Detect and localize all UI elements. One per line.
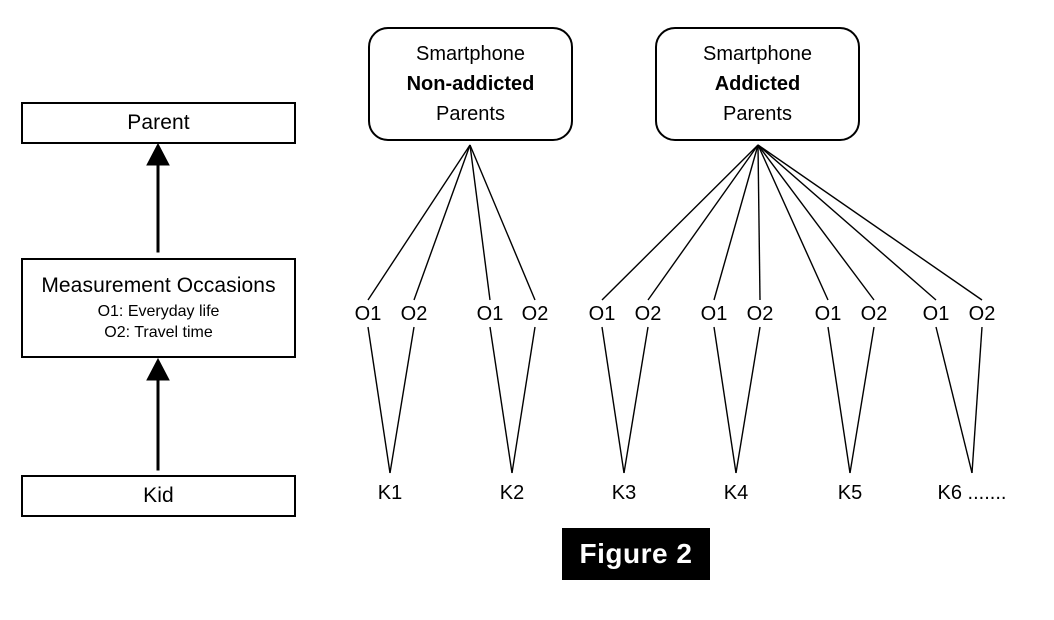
v-line-K6 .......-O2 [971, 326, 983, 474]
occasion-label-addicted-K3-O2: O2 [634, 303, 662, 325]
fan-line-addicted-K4-O2 [757, 144, 761, 301]
occasion-label-non-addicted-K2-O2: O2 [521, 303, 549, 325]
parent-level-box: Parent [21, 102, 296, 144]
v-line-K1-O2 [389, 326, 415, 474]
fan-line-non-addicted-K2-O1 [469, 144, 491, 301]
kid-level-label: Kid [143, 484, 174, 507]
fan-line-addicted-K3-O1 [601, 144, 759, 301]
v-line-K2-O1 [489, 326, 513, 474]
figure-caption: Figure 2 [562, 528, 710, 580]
group-1-line-2: Addicted [714, 73, 801, 95]
kid-label-K1: K1 [377, 482, 403, 504]
group-0-line-3: Parents [436, 103, 505, 125]
group-box-non-addicted: Smartphone Non-addicted Parents [368, 27, 573, 141]
fan-line-non-addicted-K1-O1 [367, 144, 471, 301]
fan-line-addicted-K5-O2 [757, 144, 875, 301]
group-0-line-2: Non-addicted [406, 73, 535, 95]
v-line-K2-O2 [511, 326, 536, 474]
occasion-label-addicted-K3-O1: O1 [588, 303, 616, 325]
v-line-K5-O2 [849, 326, 875, 474]
v-line-K6 .......-O1 [935, 326, 973, 474]
connector-lines [367, 144, 983, 474]
fan-line-addicted-K5-O1 [757, 144, 829, 301]
v-line-K4-O2 [735, 326, 761, 474]
fan-line-addicted-K4-O1 [713, 144, 759, 301]
measurement-occasion-2-label: O2: Travel time [104, 324, 213, 341]
v-line-K3-O2 [623, 326, 649, 474]
occasion-label-addicted-K5-O1: O1 [814, 303, 842, 325]
occasion-label-addicted-K4-O1: O1 [700, 303, 728, 325]
fan-line-non-addicted-K2-O2 [469, 144, 536, 301]
arrow-measurement-to-parent [146, 142, 170, 253]
measurement-occasion-1-label: O1: Everyday life [97, 303, 220, 320]
v-line-K5-O1 [827, 326, 851, 474]
group-1-line-3: Parents [723, 103, 792, 125]
v-line-K1-O1 [367, 326, 391, 474]
arrow-kid-to-measurement [146, 357, 170, 471]
kid-label-K6: K6 ....... [937, 482, 1007, 504]
kid-label-K5: K5 [837, 482, 863, 504]
occasion-label-addicted-K6 .......-O1: O1 [922, 303, 950, 325]
measurement-occasions-box: Measurement Occasions O1: Everyday life … [21, 258, 296, 358]
occasion-label-addicted-K4-O2: O2 [746, 303, 774, 325]
v-line-K4-O1 [713, 326, 737, 474]
figure-caption-text: Figure 2 [579, 538, 693, 569]
occasion-label-addicted-K5-O2: O2 [860, 303, 888, 325]
measurement-occasions-title: Measurement Occasions [41, 274, 276, 297]
group-1-line-1: Smartphone [703, 43, 812, 65]
v-line-K3-O1 [601, 326, 625, 474]
occasion-label-non-addicted-K2-O1: O1 [476, 303, 504, 325]
kid-label-K4: K4 [723, 482, 749, 504]
group-box-addicted: Smartphone Addicted Parents [655, 27, 860, 141]
kid-level-box: Kid [21, 475, 296, 517]
fan-line-addicted-K6 .......-O1 [757, 144, 937, 301]
fan-line-non-addicted-K1-O2 [413, 144, 471, 301]
kid-label-K3: K3 [611, 482, 637, 504]
fan-line-addicted-K3-O2 [647, 144, 759, 301]
kid-label-K2: K2 [499, 482, 525, 504]
group-0-line-1: Smartphone [416, 43, 525, 65]
fan-line-addicted-K6 .......-O2 [757, 144, 983, 301]
parent-level-label: Parent [127, 111, 190, 134]
occasion-label-addicted-K6 .......-O2: O2 [968, 303, 996, 325]
occasion-label-non-addicted-K1-O1: O1 [354, 303, 382, 325]
occasion-label-non-addicted-K1-O2: O2 [400, 303, 428, 325]
